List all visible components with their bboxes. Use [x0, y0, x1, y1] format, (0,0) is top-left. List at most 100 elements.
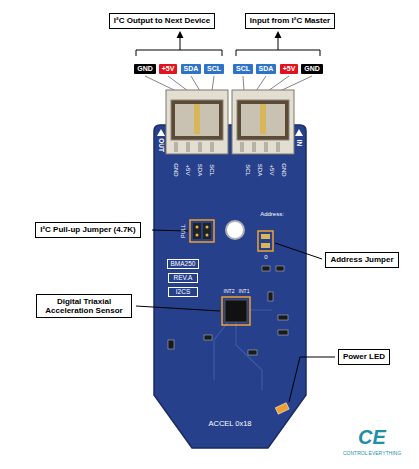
capacitor	[262, 266, 270, 271]
node-text: REV.A	[172, 274, 194, 282]
jumper-pin	[206, 234, 209, 237]
connector	[232, 90, 294, 154]
capacitor	[248, 350, 257, 355]
leader-lines	[136, 230, 335, 402]
silkscreen-text: Address:	[260, 211, 284, 217]
node-text: I²C Output to Next Device	[114, 16, 210, 26]
direction-arrow	[295, 129, 303, 136]
connector-socket	[241, 104, 285, 136]
pin-badge: SDA	[256, 64, 277, 75]
connector-pin	[276, 142, 280, 152]
pin-name: GND	[281, 163, 287, 176]
pin-badge: SDA	[181, 64, 202, 75]
logo-text: CE	[358, 427, 386, 447]
pin-lead	[191, 76, 200, 91]
pin-name: GND	[173, 163, 179, 176]
node-text: +5V	[162, 65, 175, 74]
trace	[250, 309, 272, 310]
pin-lead	[243, 76, 244, 91]
node-text: GND	[137, 65, 153, 74]
silkscreen-box: REV.A	[168, 273, 198, 283]
pin-badge: +5V	[280, 64, 299, 75]
highlight-box	[190, 220, 214, 242]
connector-key	[194, 104, 200, 134]
callout-box: I²C Output to Next Device	[109, 13, 215, 29]
leader-line	[275, 243, 322, 259]
pin-name: +5V	[185, 165, 191, 176]
node-text: Address Jumper	[330, 255, 393, 265]
node-text: Power LED	[343, 352, 385, 362]
resistor	[168, 340, 174, 349]
trace	[236, 322, 262, 390]
mounting-hole	[226, 221, 244, 239]
connector-body	[232, 90, 294, 154]
connector-body	[166, 90, 228, 154]
callout-box: Digital Triaxial Acceleration Sensor	[36, 294, 132, 318]
jumper-pin	[196, 226, 199, 229]
connector-pin	[240, 142, 244, 152]
highlight-box	[222, 297, 250, 325]
bracket	[236, 50, 320, 56]
highlight-box	[258, 231, 273, 251]
pin-name: SCL	[209, 164, 215, 176]
resistor	[278, 330, 288, 335]
connector-pin	[198, 142, 202, 152]
node-text: SDA	[259, 65, 274, 74]
connector-socket	[175, 104, 219, 136]
jumper-header	[193, 223, 201, 239]
callout-box: Power LED	[338, 349, 390, 365]
silkscreen-box: BMA250	[167, 259, 200, 269]
silkscreen-text: 0	[264, 254, 267, 260]
jumper-header	[203, 223, 211, 239]
pin-name: +5V	[269, 165, 275, 176]
pin-lead	[168, 76, 188, 91]
silkscreen-text: OUT	[158, 138, 165, 152]
connector-key	[260, 104, 266, 134]
pcb-board	[154, 125, 306, 448]
pin-name: SDA	[257, 164, 263, 176]
node-text: I²C Pull-up Jumper (4.7K)	[40, 225, 136, 235]
pin-lead	[256, 76, 266, 91]
node-text: SCL	[207, 65, 221, 74]
callout-box: Address Jumper	[325, 252, 398, 268]
smd-parts	[168, 266, 288, 355]
connector-pin	[264, 142, 268, 152]
top-brackets	[136, 33, 320, 56]
node-text: +5V	[283, 65, 296, 74]
node-text: Input from I²C Master	[250, 16, 330, 26]
pin-leads	[145, 76, 312, 91]
capacitor	[204, 335, 212, 340]
pin-lead	[268, 76, 289, 91]
leader-line	[136, 306, 220, 311]
pin-badge: SCL	[233, 64, 253, 75]
bracket	[136, 50, 222, 56]
connector-pin	[210, 142, 214, 152]
solder-pad	[261, 243, 270, 248]
board-name: ACCEL 0x18	[208, 420, 251, 428]
pin-name: SDA	[197, 164, 203, 176]
pin-badge: GND	[134, 64, 156, 75]
jumper-pin	[196, 234, 199, 237]
pin-name: SCL	[245, 164, 251, 176]
connector-pin	[174, 142, 178, 152]
direction-arrow	[157, 129, 165, 136]
accelerometer-chip	[225, 300, 247, 322]
silkscreen-text: INT1	[239, 289, 250, 294]
silkscreen-text: PULL	[181, 224, 187, 238]
connector-pin	[252, 142, 256, 152]
pin-lead	[212, 76, 214, 91]
callout-box: I²C Pull-up Jumper (4.7K)	[35, 222, 141, 238]
node-text: GND	[304, 65, 320, 74]
pin-badge: SCL	[204, 64, 224, 75]
node-text: SCL	[236, 65, 250, 74]
jumper-pin	[206, 226, 209, 229]
capacitor	[276, 266, 284, 271]
connector	[166, 90, 228, 154]
connector-socket	[171, 100, 223, 140]
resistor	[268, 292, 273, 301]
pullup-jumper	[190, 220, 214, 242]
arrow-head	[177, 31, 184, 38]
connector-socket	[237, 100, 289, 140]
